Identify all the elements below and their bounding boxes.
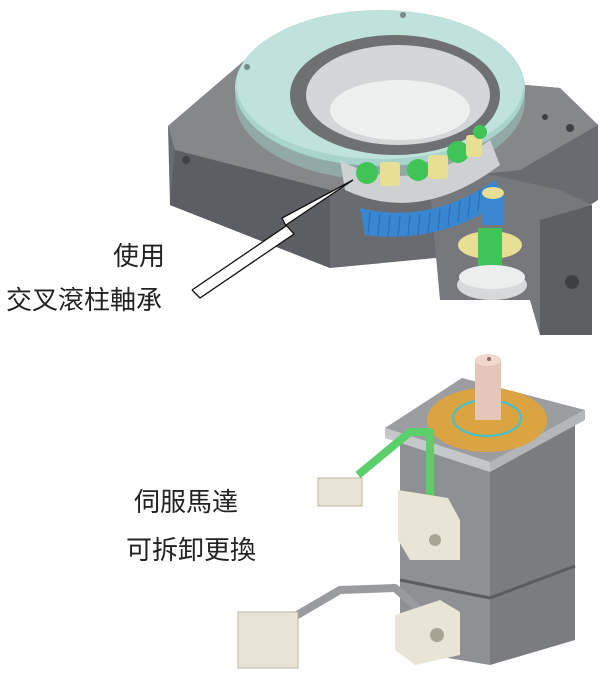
motor-callout-line2: 可拆卸更換 <box>126 536 257 566</box>
motor-body-side <box>490 420 575 665</box>
bracket-face <box>540 205 592 335</box>
callout-arrow <box>191 179 354 299</box>
pinion-gear <box>482 195 504 225</box>
housing-side-face <box>170 150 330 268</box>
lower-connector-block <box>395 600 460 665</box>
connector-hole <box>430 628 444 642</box>
bearing-callout-line2: 交叉滾柱軸承 <box>6 286 163 316</box>
power-connector <box>237 611 299 669</box>
encoder-connector <box>317 477 363 507</box>
ring-hole <box>400 12 406 18</box>
bracket-hole <box>565 275 579 289</box>
ring-gear <box>360 180 505 237</box>
housing-hole <box>542 114 548 120</box>
gear-teeth <box>367 189 481 238</box>
motor-shaft <box>475 360 501 420</box>
connector-hole <box>429 534 441 546</box>
motor-callout-line1: 伺服馬達 <box>134 488 239 518</box>
pinion-cap <box>482 187 504 199</box>
motor-seam <box>489 564 576 600</box>
power-connector-block <box>398 490 460 560</box>
bore-inner <box>330 80 470 140</box>
bearing-callout-line1: 使用 <box>113 242 166 272</box>
housing-hole <box>182 156 190 164</box>
cutaway-race <box>340 140 500 203</box>
power-cable <box>277 584 423 629</box>
encoder-cable <box>355 428 434 500</box>
crossed-rollers <box>356 125 487 186</box>
motor-flange-edge <box>385 428 490 472</box>
bottom-disc-top <box>459 265 525 289</box>
motor-shaft-hole <box>487 357 491 361</box>
motor-flange-edge <box>490 410 585 472</box>
housing-hole <box>566 124 574 132</box>
motor-seam <box>399 578 491 600</box>
ring-hole <box>244 64 250 70</box>
